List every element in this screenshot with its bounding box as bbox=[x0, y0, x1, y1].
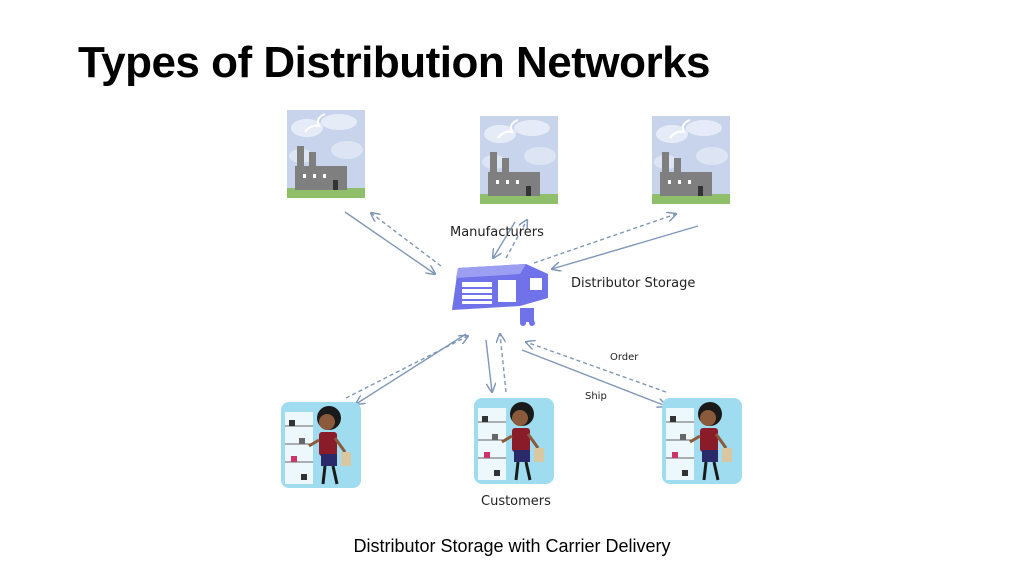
order-label: Order bbox=[610, 352, 639, 363]
manufacturer-factory-icon bbox=[479, 115, 559, 205]
manufacturer-factory-icon bbox=[286, 109, 366, 199]
customer-shopper-icon bbox=[279, 400, 363, 490]
manufacturers-label: Manufacturers bbox=[450, 225, 544, 240]
distribution-diagram: Manufacturers Distributor Storage Order … bbox=[279, 109, 744, 509]
manufacturer-factory-icon bbox=[651, 115, 731, 205]
slide-caption: Distributor Storage with Carrier Deliver… bbox=[353, 536, 671, 556]
warehouse-icon bbox=[452, 264, 548, 326]
slide-title: Types of Distribution Networks bbox=[78, 38, 711, 87]
distributor-storage-label: Distributor Storage bbox=[571, 276, 695, 291]
customer-shopper-icon bbox=[660, 396, 744, 486]
customer-shopper-icon bbox=[472, 396, 556, 486]
connector-arrows bbox=[344, 212, 699, 406]
customers-label: Customers bbox=[481, 494, 551, 509]
ship-label: Ship bbox=[585, 391, 607, 402]
